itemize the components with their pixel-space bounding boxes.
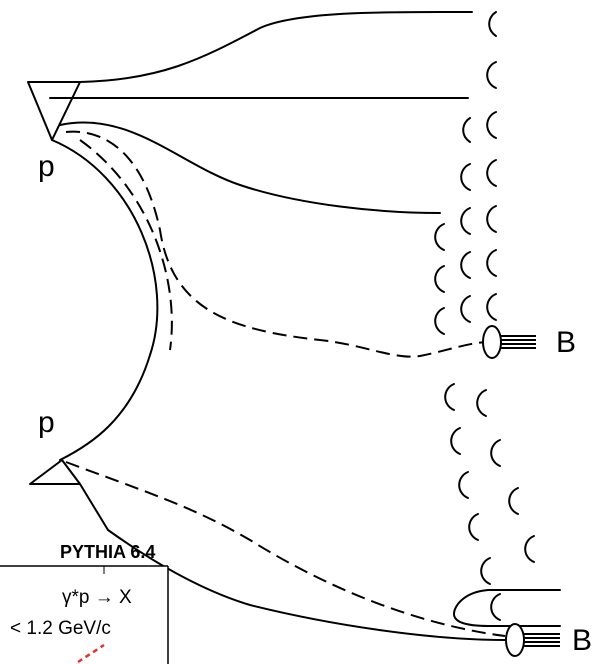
upper-string-middle [460, 117, 471, 323]
inset-cut-label: < 1.2 GeV/c [10, 618, 111, 639]
upper-spectator-line-1 [79, 10, 473, 83]
upper-b-hadron [482, 325, 536, 359]
proton-label-bottom: p [38, 406, 55, 439]
b-hadron-label-bottom: B [572, 624, 592, 657]
lower-quark-line [107, 529, 506, 641]
lower-b-hadron [505, 623, 560, 657]
lower-string-end [453, 589, 561, 627]
proton-label-top: p [38, 150, 55, 183]
lower-string-right [476, 389, 535, 563]
lower-dashed-line [65, 461, 506, 637]
lower-proton-vertex [29, 459, 81, 485]
exchange-dashed-line [79, 139, 173, 351]
inset-plot: PYTHIA 6.4 γ*p → X < 1.2 GeV/c [0, 542, 169, 664]
lower-string-left [444, 383, 491, 585]
upper-proton-vertex [27, 81, 81, 141]
upper-dashed-line [65, 130, 491, 358]
upper-string-left [434, 223, 445, 335]
lower-spectator-line [79, 483, 109, 531]
upper-quark-line [59, 121, 441, 214]
inset-title: PYTHIA 6.4 [60, 542, 155, 562]
upper-string-right [486, 11, 497, 321]
b-hadron-label-top: B [556, 326, 576, 359]
inset-process-label: γ*p → X [62, 587, 132, 608]
exchange-solid-line [51, 139, 159, 461]
